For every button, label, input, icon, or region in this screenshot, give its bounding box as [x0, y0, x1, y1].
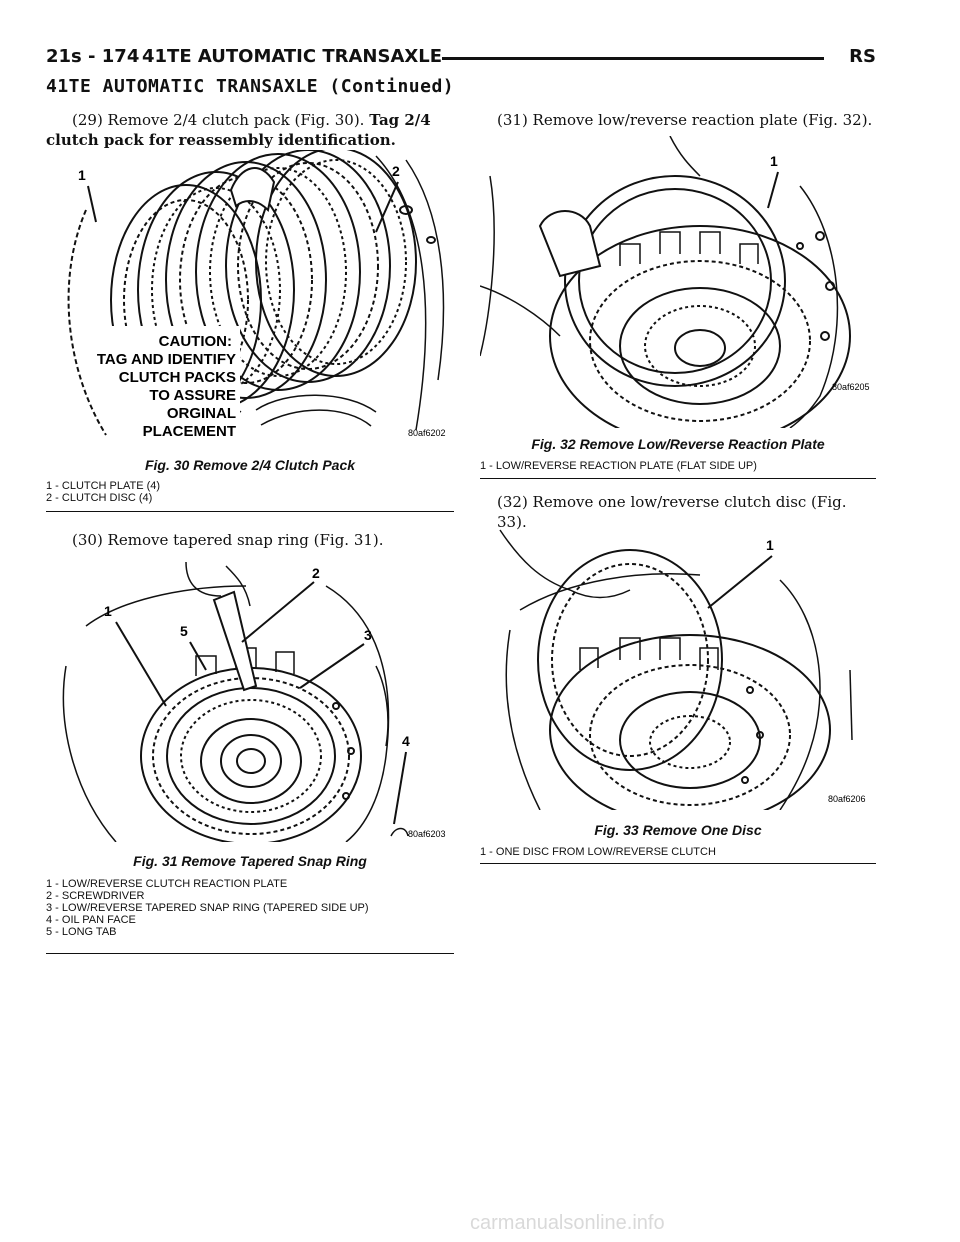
fig33-legend-item: 1 - ONE DISC FROM LOW/REVERSE CLUTCH [480, 846, 716, 858]
fig31-callout-2: 2 [312, 565, 320, 581]
step-29: (29) Remove 2/4 clutch pack (Fig. 30). T… [46, 110, 454, 150]
step-32: (32) Remove one low/reverse clutch disc … [497, 493, 847, 531]
fig31-illustration: 1 2 3 4 5 80af6203 [46, 556, 454, 842]
fig30-caution-line-6: PLACEMENT [143, 423, 236, 440]
header-title: 41TE AUTOMATIC TRANSAXLE [142, 46, 443, 67]
fig31-legend-item: 3 - LOW/REVERSE TAPERED SNAP RING (TAPER… [46, 902, 369, 914]
fig30-code: 80af6202 [408, 428, 446, 438]
fig30-callout-2: 2 [392, 163, 400, 179]
fig31-legend-item: 4 - OIL PAN FACE [46, 914, 136, 926]
fig32-legend: 1 - LOW/REVERSE REACTION PLATE (FLAT SID… [480, 460, 757, 472]
fig31-caption: Fig. 31 Remove Tapered Snap Ring [133, 853, 367, 869]
fig31-callout-4: 4 [402, 733, 410, 749]
header-rule [442, 57, 824, 60]
fig32-caption: Fig. 32 Remove Low/Reverse Reaction Plat… [531, 436, 825, 452]
fig32-callout-1: 1 [770, 153, 778, 169]
fig31-legend: 1 - LOW/REVERSE CLUTCH REACTION PLATE 2 … [46, 878, 369, 938]
fig30-caution-line-1: CAUTION: [159, 333, 232, 350]
fig31-legend-item: 2 - SCREWDRIVER [46, 890, 145, 902]
fig31-legend-item: 5 - LONG TAB [46, 926, 117, 938]
fig33-rule [480, 863, 876, 864]
fig30-caution-line-5: ORGINAL [167, 405, 236, 422]
fig31-code: 80af6203 [408, 829, 446, 839]
fig30-caution-line-4: TO ASSURE [149, 387, 236, 404]
fig30-illustration: 1 2 CAUTION: TAG AND IDENTIFY CLUTCH PAC… [46, 150, 454, 442]
fig30-legend: 1 - CLUTCH PLATE (4) 2 - CLUTCH DISC (4) [46, 480, 160, 504]
step-30: (30) Remove tapered snap ring (Fig. 31). [72, 531, 384, 549]
fig31-legend-item: 1 - LOW/REVERSE CLUTCH REACTION PLATE [46, 878, 288, 890]
fig30-legend-item: 1 - CLUTCH PLATE (4) [46, 480, 161, 492]
step-29-note-a: Tag 2/4 [369, 111, 431, 129]
fig33-caption: Fig. 33 Remove One Disc [594, 822, 762, 838]
fig33-legend: 1 - ONE DISC FROM LOW/REVERSE CLUTCH [480, 846, 716, 858]
fig30-legend-item: 2 - CLUTCH DISC (4) [46, 492, 153, 504]
step-31: (31) Remove low/reverse reaction plate (… [497, 111, 873, 129]
fig30-caution-line-2: TAG AND IDENTIFY [97, 351, 236, 368]
fig33-illustration: 1 80af6206 [480, 520, 876, 810]
fig33-code: 80af6206 [828, 794, 866, 804]
page-number: 21s - 174 [46, 46, 140, 67]
fig31-callout-1: 1 [104, 603, 112, 619]
fig32-code: 80af6205 [832, 382, 870, 392]
fig32-legend-item: 1 - LOW/REVERSE REACTION PLATE (FLAT SID… [480, 460, 757, 472]
fig33-callout-1: 1 [766, 537, 774, 553]
fig32-rule [480, 478, 876, 479]
fig30-caution-line-3: CLUTCH PACKS [119, 369, 236, 386]
fig30-caption: Fig. 30 Remove 2/4 Clutch Pack [144, 457, 356, 473]
page-header: 21s - 174 41TE AUTOMATIC TRANSAXLE RS [46, 46, 876, 70]
fig31-callout-5: 5 [180, 623, 188, 639]
section-title: 41TE AUTOMATIC TRANSAXLE (Continued) [46, 76, 455, 97]
fig31-rule [46, 953, 454, 954]
header-code: RS [849, 46, 876, 67]
step-29-text: (29) Remove 2/4 clutch pack (Fig. 30). [72, 111, 365, 129]
fig30-rule [46, 511, 454, 512]
watermark: carmanualsonline.info [470, 1212, 665, 1234]
step-29-note-b: clutch pack for reassembly identificatio… [46, 131, 396, 149]
fig31-callout-3: 3 [364, 627, 372, 643]
fig32-illustration: 1 80af6205 [480, 136, 876, 428]
fig30-callout-1: 1 [78, 167, 86, 183]
